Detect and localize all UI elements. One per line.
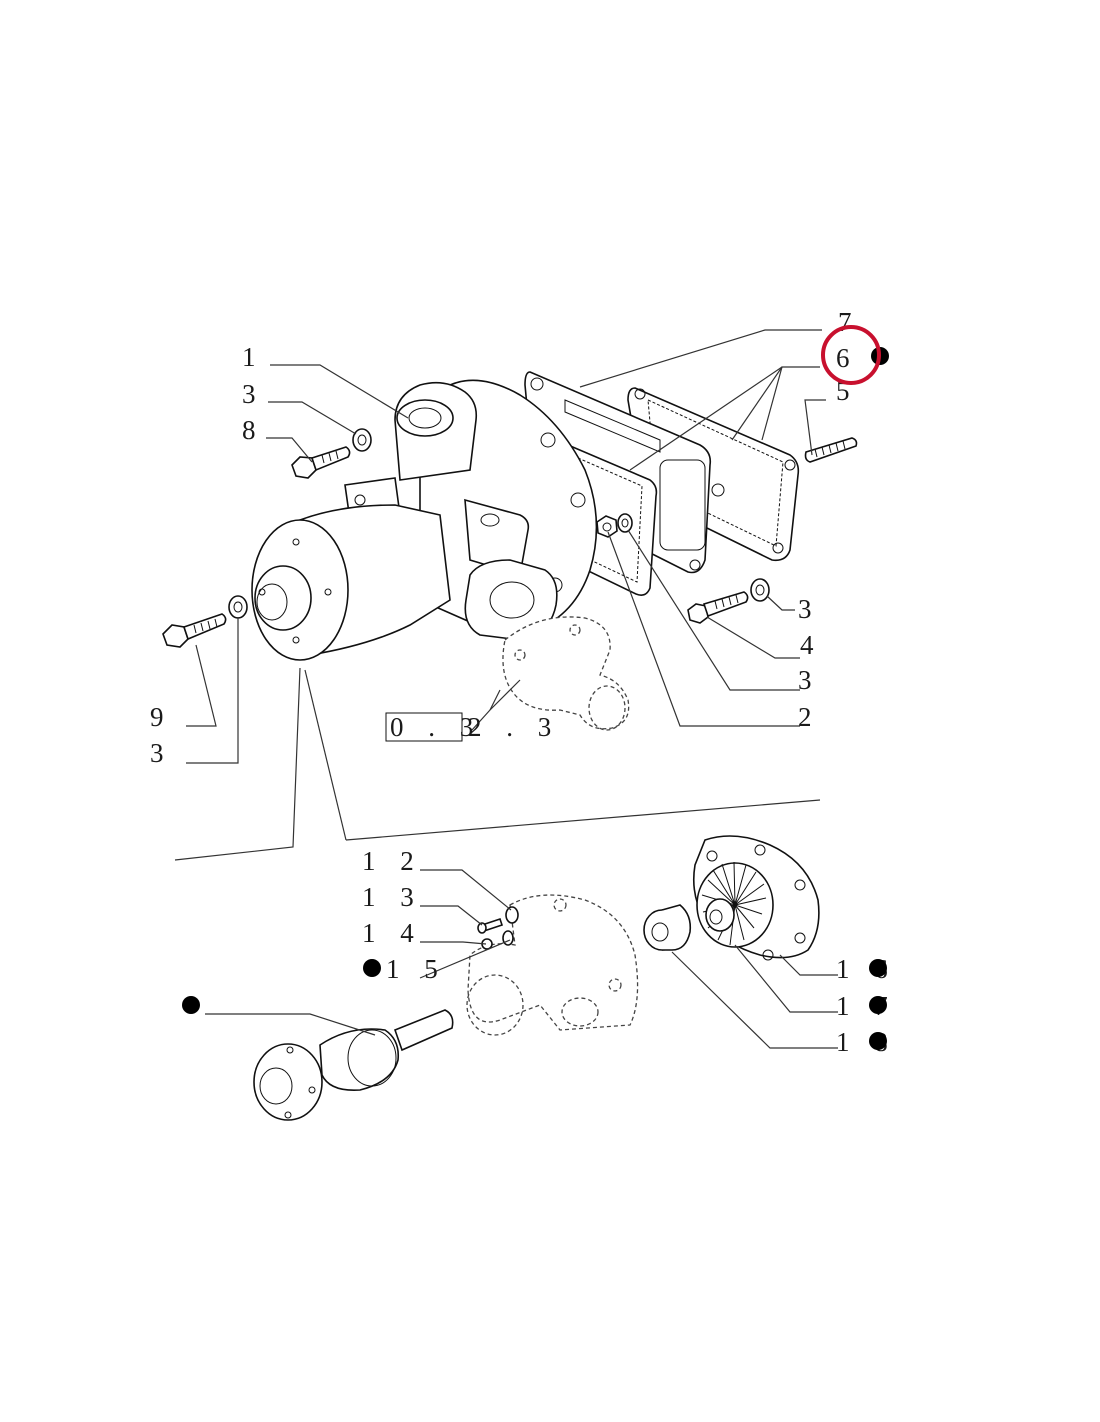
callout-8: 8 <box>242 415 265 445</box>
bolt-9 <box>162 613 227 648</box>
callout-1: 1 <box>242 342 265 372</box>
highlight-circle-callout-6 <box>821 325 881 385</box>
seal-18 <box>643 904 692 951</box>
washer-3-upper <box>352 428 372 452</box>
pump-body <box>251 379 598 661</box>
callout-3-upper: 3 <box>242 379 265 409</box>
part-13-screw <box>477 917 504 934</box>
callout-13: 1 3 <box>362 882 423 912</box>
bullet-15 <box>363 959 381 977</box>
part-12-nut <box>505 906 519 924</box>
reference-boxed-text: 0 . 3 <box>390 712 482 742</box>
bullet-16 <box>869 959 887 977</box>
washer-3-right <box>750 578 770 602</box>
leader-lines <box>174 329 838 1049</box>
callout-14: 1 4 <box>362 918 423 948</box>
nut-washer-on-plate <box>596 513 633 538</box>
stud-5 <box>804 437 858 463</box>
callout-4: 4 <box>800 630 823 660</box>
reference-elbow-dashed <box>502 616 630 731</box>
impeller <box>696 861 774 948</box>
callout-2: 2 <box>798 702 821 732</box>
callout-7: 7 <box>838 307 861 337</box>
bullet-17 <box>869 996 887 1014</box>
callout-16: 1 6 <box>836 954 897 984</box>
reference-box <box>385 712 463 742</box>
reference-rest-text: 2 . 3 <box>468 712 560 742</box>
callout-12: 1 2 <box>362 846 423 876</box>
callout-3-left: 3 <box>150 738 173 768</box>
bullet-18 <box>869 1032 887 1050</box>
washer-3-left <box>228 595 248 619</box>
callout-6: 6 <box>836 343 859 373</box>
callout-3-mid: 3 <box>798 665 821 695</box>
bolt-4 <box>687 591 749 624</box>
callout-3-right: 3 <box>798 594 821 624</box>
bolt-8 <box>291 446 351 479</box>
shaft-bearing <box>253 1009 454 1121</box>
callout-17: 1 7 <box>836 991 897 1021</box>
bullet-shaft <box>182 996 200 1014</box>
callout-15: 1 5 <box>386 954 447 984</box>
part-14-plug <box>481 930 514 950</box>
callout-18: 1 8 <box>836 1027 897 1057</box>
callout-9: 9 <box>150 702 173 732</box>
pump-body-dashed <box>466 894 639 1036</box>
